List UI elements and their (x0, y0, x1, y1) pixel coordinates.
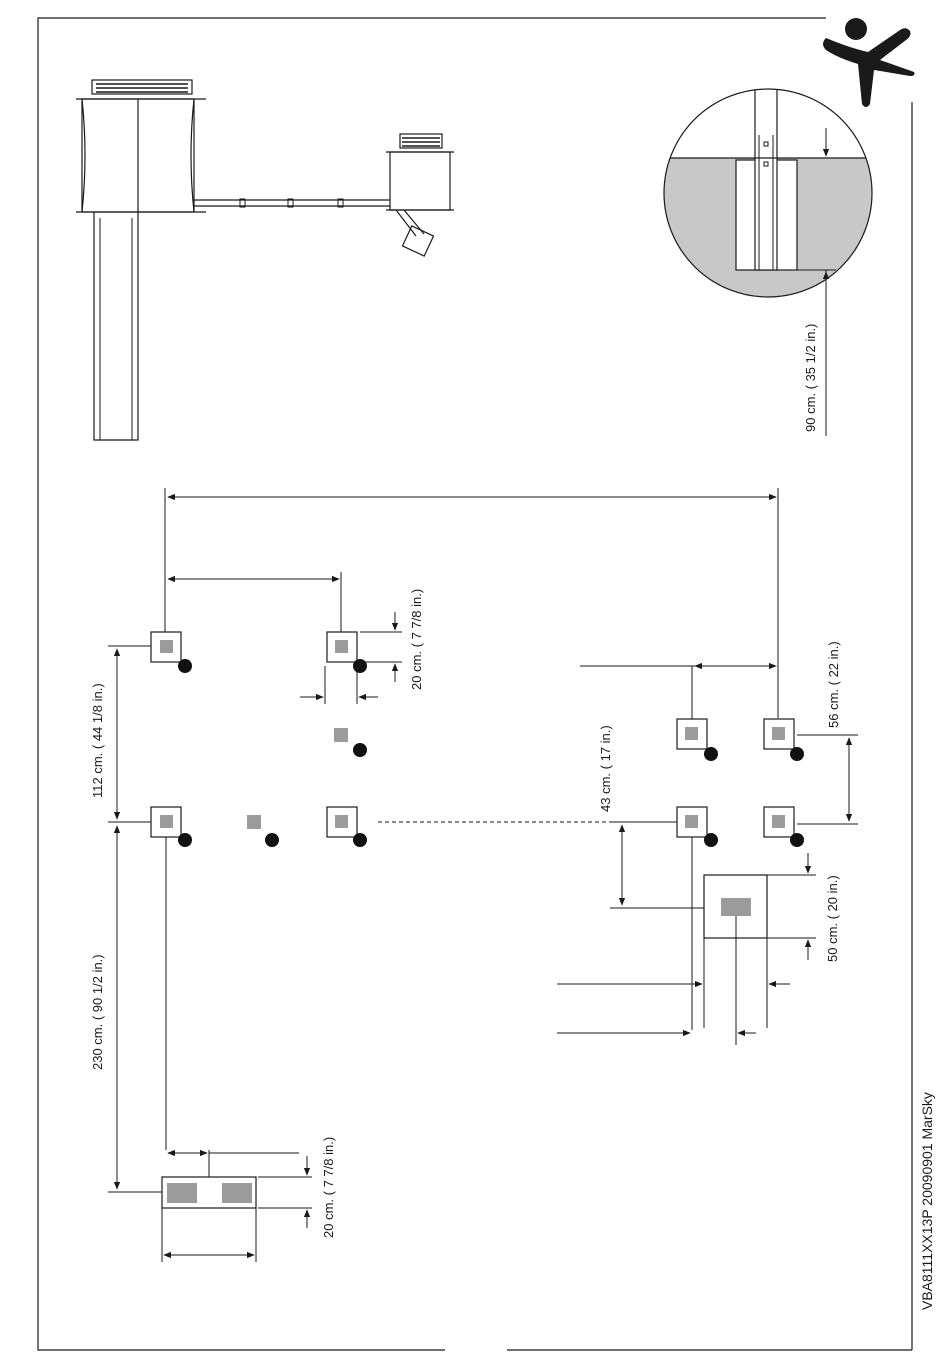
dimension-56 (797, 735, 858, 824)
depth-label: 90 cm. ( 35 1/2 in.) (803, 324, 818, 432)
post-depth-detail (660, 85, 880, 436)
dimension-50-label: 50 cm. ( 20 in.) (825, 875, 840, 962)
dimension-43 (610, 822, 704, 1030)
kid-jumping-logo-icon (823, 18, 915, 107)
pad-size-label-bottom: 20 cm. ( 7 7/8 in.) (321, 1137, 336, 1238)
footing-pad (151, 632, 192, 673)
front-width-dimension (168, 572, 341, 632)
footing-pad (764, 719, 804, 761)
dimension-43-label: 43 cm. ( 17 in.) (598, 725, 613, 812)
overall-width-dimension (165, 488, 778, 718)
footing-pad (151, 807, 192, 847)
footing-pad (334, 728, 367, 757)
anchor-footing (557, 853, 816, 1045)
footing-pad (327, 807, 367, 847)
dimension-230-label: 230 cm. ( 90 1/2 in.) (90, 954, 105, 1070)
footing-pad (677, 719, 718, 761)
footing-pad (677, 807, 718, 847)
dimension-56-label: 56 cm. ( 22 in.) (826, 641, 841, 728)
dimension-112-label: 112 cm. ( 44 1/8 in.) (90, 683, 105, 798)
dimension-230 (108, 826, 166, 1192)
slide-footing (162, 1150, 312, 1262)
playset-top-view (76, 80, 454, 440)
footing-pad (247, 815, 279, 847)
pad-size-label-left: 20 cm. ( 7 7/8 in.) (409, 589, 424, 690)
dimension-112 (108, 646, 151, 822)
footing-pad (327, 632, 367, 673)
product-code: VBA8111XX13P 20090901 MarSky (919, 1092, 935, 1310)
footing-pad (764, 807, 804, 847)
module-width-dimension (580, 666, 776, 719)
